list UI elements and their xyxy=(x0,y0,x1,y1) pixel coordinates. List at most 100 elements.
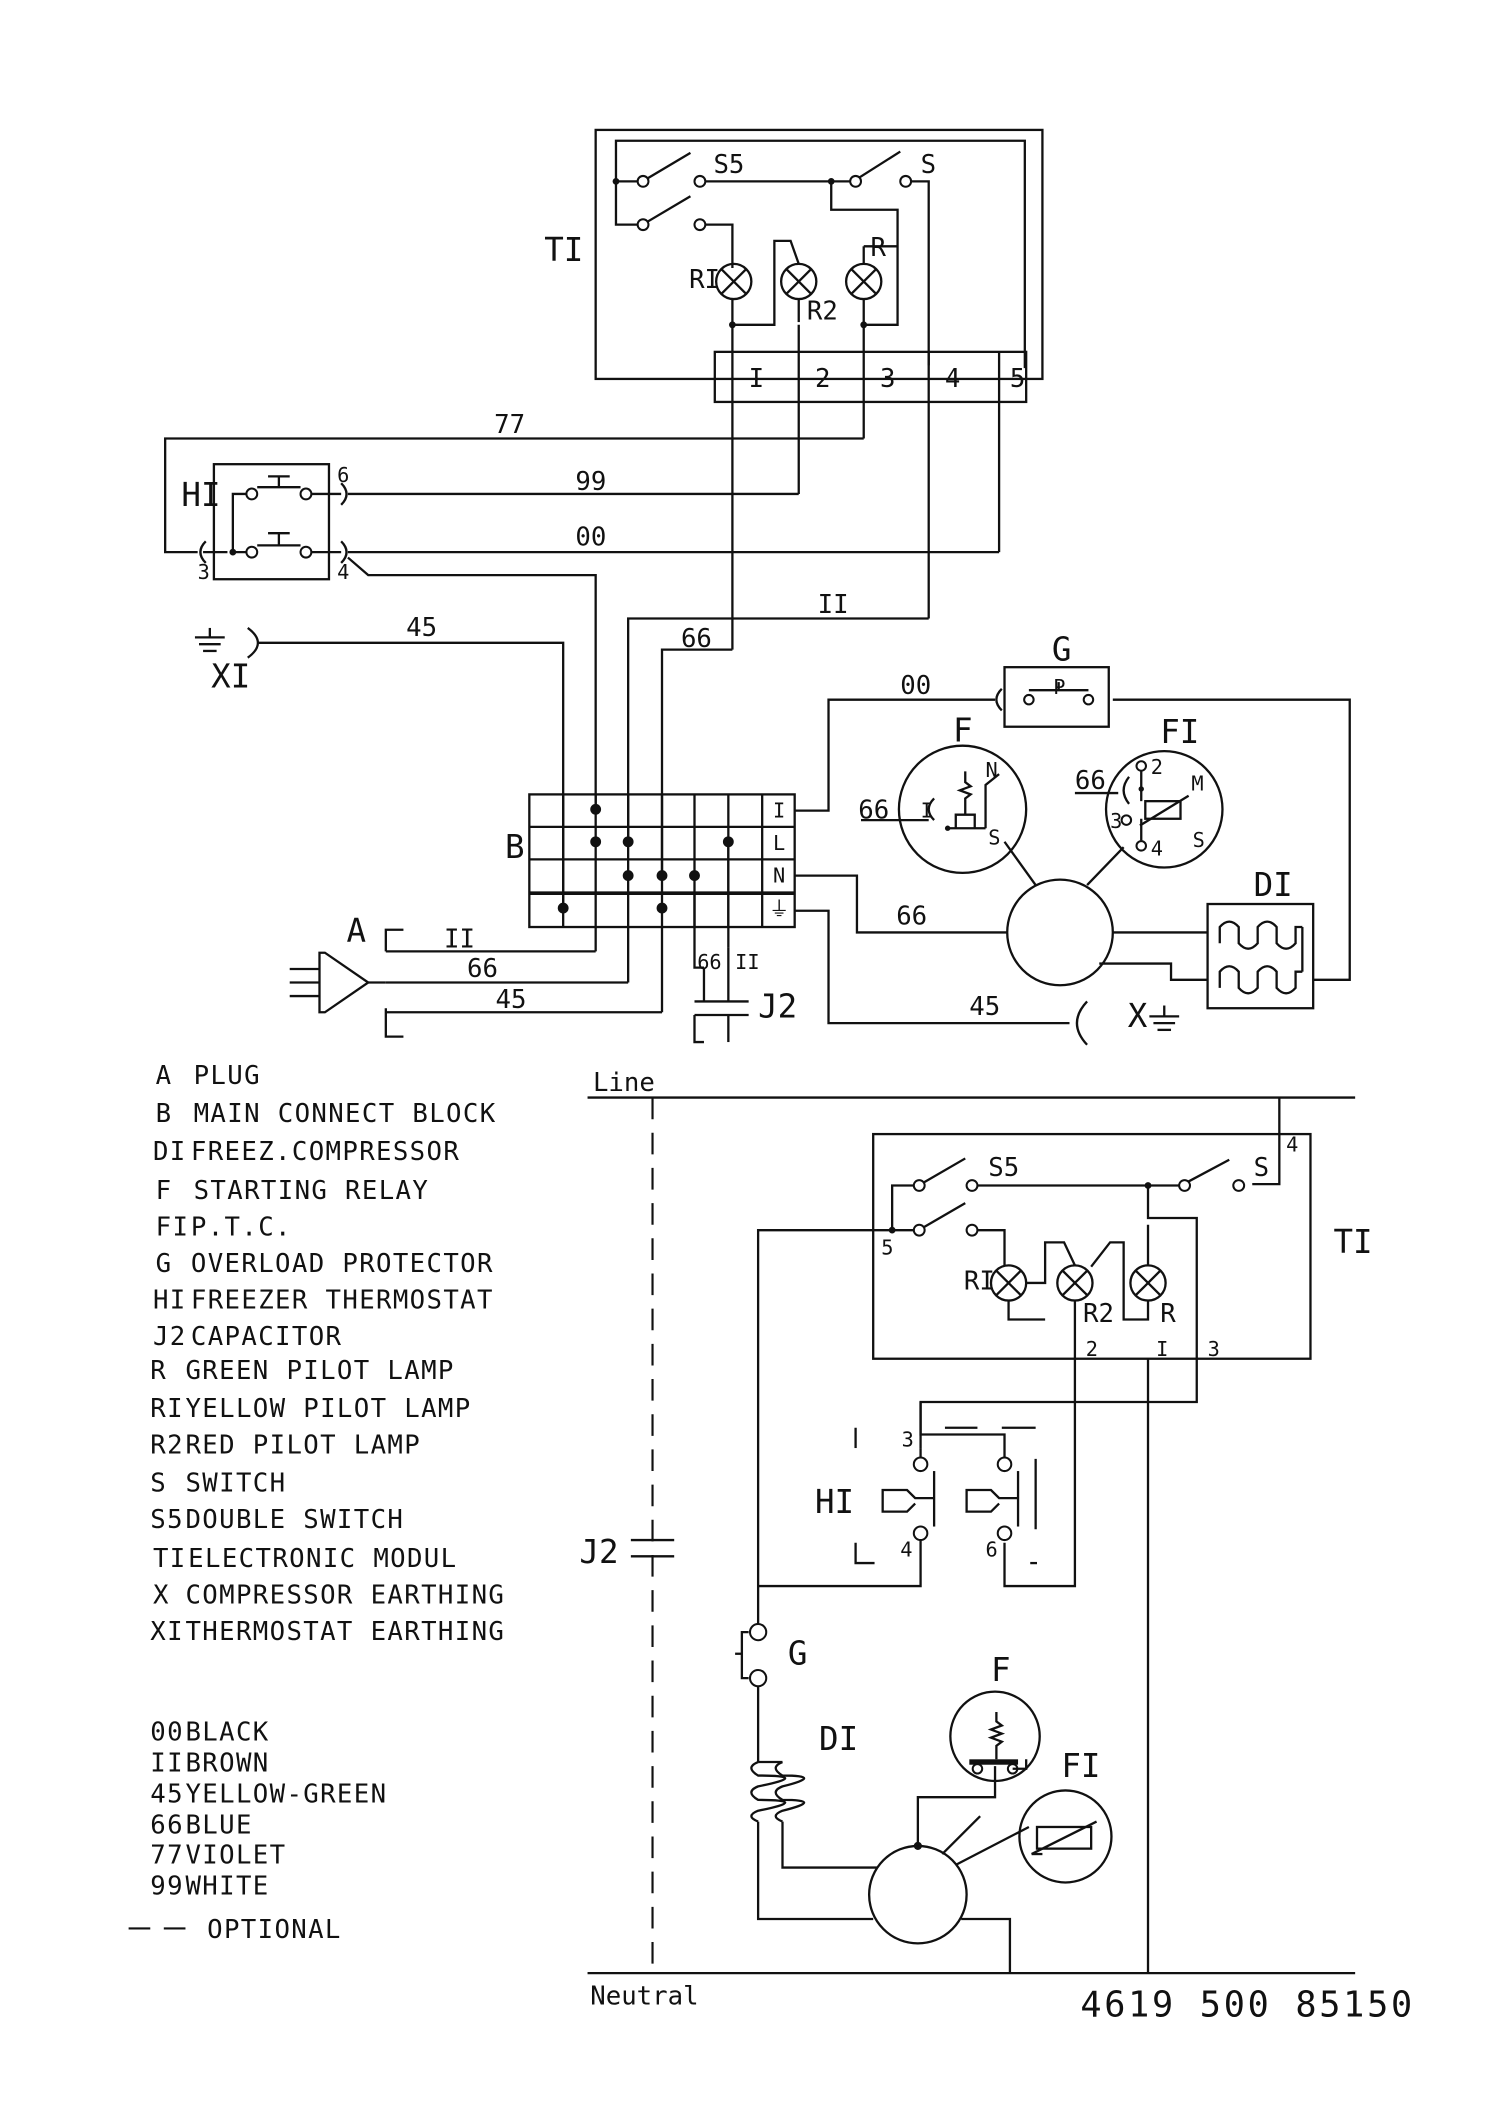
f1-label: FI xyxy=(1160,713,1199,751)
term-1-label: I xyxy=(1156,1337,1168,1361)
f-n-label: N xyxy=(986,758,998,782)
color-text: BROWN xyxy=(185,1748,269,1778)
x-label: X xyxy=(1128,997,1148,1035)
j2-label: J2 xyxy=(758,988,797,1026)
legend-code: F xyxy=(156,1176,173,1206)
r1-bottom-label: RI xyxy=(964,1267,995,1297)
legend-text: MAIN CONNECT BLOCK xyxy=(194,1099,497,1129)
legend-code: TI xyxy=(153,1544,187,1574)
optional-label: OPTIONAL xyxy=(207,1915,342,1945)
legend-text: RED PILOT LAMP xyxy=(185,1430,421,1460)
legend-code: DI xyxy=(153,1137,187,1167)
color-text: VIOLET xyxy=(185,1841,286,1871)
f1-m-label: M xyxy=(1191,771,1203,795)
color-code: II xyxy=(150,1748,184,1778)
legend-text: THERMOSTAT EARTHING xyxy=(185,1617,505,1647)
r-bottom-label: R xyxy=(1160,1299,1176,1329)
lamp-r2-bottom xyxy=(1056,1264,1094,1302)
color-text: WHITE xyxy=(185,1872,269,1902)
j2-wire-11: II xyxy=(735,950,759,974)
legend-text: ELECTRONIC MODUL xyxy=(188,1544,457,1574)
a-label: A xyxy=(347,912,367,950)
terminal-5-label: 5 xyxy=(1010,364,1025,394)
lamp-r1-bottom xyxy=(989,1264,1028,1302)
freez-compressor-d1-bottom: DI xyxy=(750,1720,878,1921)
legend-code: J2 xyxy=(153,1322,187,1352)
j2-bottom-label: J2 xyxy=(579,1533,618,1571)
block-row-l: L xyxy=(773,831,785,855)
b-wire-45-label: 45 xyxy=(969,992,1000,1022)
legend-code: X xyxy=(153,1581,170,1611)
block-row-n: N xyxy=(773,863,785,887)
color-code: 00 xyxy=(150,1717,184,1747)
legend-text: FREEZER THERMOSTAT xyxy=(191,1286,494,1316)
d1-label: DI xyxy=(1254,866,1293,904)
thermostat-earth-icon xyxy=(194,627,225,653)
neutral-label: Neutral xyxy=(590,1981,698,2011)
legend-text: P.T.C. xyxy=(191,1213,292,1243)
f-label: F xyxy=(953,712,973,750)
freez-compressor-d1: DI xyxy=(1206,866,1315,1010)
legend-text: COMPRESSOR EARTHING xyxy=(185,1581,505,1611)
color-code: 66 xyxy=(150,1811,184,1841)
b-label: B xyxy=(505,828,525,866)
g-contact-label: P xyxy=(1053,675,1065,699)
f1-pin-4: 4 xyxy=(1151,836,1163,860)
j2-wire-66: 66 xyxy=(697,950,721,974)
ptc-f1-bottom: FI xyxy=(1018,1747,1113,1884)
f-wire-66-label: 66 xyxy=(858,796,889,826)
f1-wire-66-label: 66 xyxy=(1075,766,1106,796)
terminal-1-label: I xyxy=(749,364,764,394)
f1-bottom-label: FI xyxy=(1061,1747,1100,1785)
t1-label: TI xyxy=(544,231,583,269)
overload-protector-g: G P xyxy=(1003,630,1110,728)
f-s-label: S xyxy=(988,825,1000,849)
wire-45-label: 45 xyxy=(406,613,437,643)
term-3-label: 3 xyxy=(1208,1337,1220,1361)
color-text: BLUE xyxy=(185,1811,252,1841)
capacitor-j2-top: 66 II J2 xyxy=(693,841,797,1044)
legend-text: FREEZ.COMPRESSOR xyxy=(191,1137,460,1167)
color-code: 45 xyxy=(150,1780,184,1810)
h1-pin-6: 6 xyxy=(337,463,349,487)
legend-text: OVERLOAD PROTECTOR xyxy=(191,1249,494,1279)
legend-code: B xyxy=(156,1099,173,1129)
bottom-schematic: Line Neutral J2 TI 4 5 S5 xyxy=(579,1068,1415,2026)
g-label: G xyxy=(1052,630,1072,668)
freezer-thermostat-h1: HI 6 3 4 xyxy=(181,463,349,584)
legend-code: S5 xyxy=(150,1505,184,1535)
terminal-3-label: 3 xyxy=(880,364,895,394)
lamp-r1 xyxy=(715,262,753,301)
d1-bottom-label: DI xyxy=(819,1720,858,1758)
legend-text: PLUG xyxy=(194,1061,261,1091)
lamp-r2 xyxy=(779,262,818,301)
h1-bottom-pin-3: 3 xyxy=(902,1428,914,1452)
electronic-module-t1-bottom: TI 4 5 S5 S xyxy=(872,1097,1373,1361)
r1-label: RI xyxy=(689,265,720,295)
terminal-strip: I 2 3 4 5 xyxy=(749,364,1026,394)
g-bottom-label: G xyxy=(788,1635,808,1673)
legend-code: RI xyxy=(150,1394,184,1424)
f-bottom-label: F xyxy=(991,1651,1011,1689)
capacitor-j2-bottom: J2 xyxy=(579,1533,675,1571)
b-wire-66-label: 66 xyxy=(896,901,927,931)
terminal-4-label: 4 xyxy=(945,364,960,394)
component-legend: A PLUG B MAIN CONNECT BLOCK DI FREEZ.COM… xyxy=(150,1061,505,1647)
wire-77-label: 77 xyxy=(494,410,525,440)
part-number: 4619 500 85150 xyxy=(1080,1984,1415,2025)
color-text: YELLOW-GREEN xyxy=(185,1780,387,1810)
s-bottom-label: S xyxy=(1254,1153,1269,1183)
top-wiring-diagram: TI S5 S xyxy=(164,128,1351,1046)
wire-00-label: 00 xyxy=(575,522,606,552)
r2-bottom-label: R2 xyxy=(1083,1299,1114,1329)
r2-label: R2 xyxy=(807,296,838,326)
legend-code: A xyxy=(156,1061,173,1091)
wire-00-label-2: 00 xyxy=(900,671,931,701)
term-5-label: 5 xyxy=(881,1236,893,1260)
legend-text: DOUBLE SWITCH xyxy=(185,1505,404,1535)
h1-bottom-pin-6: 6 xyxy=(986,1537,998,1561)
starting-relay-f-bottom: F xyxy=(949,1651,1041,1783)
starting-relay-f: F N S I xyxy=(897,712,1028,875)
overload-protector-g-bottom: G xyxy=(735,1622,808,1763)
